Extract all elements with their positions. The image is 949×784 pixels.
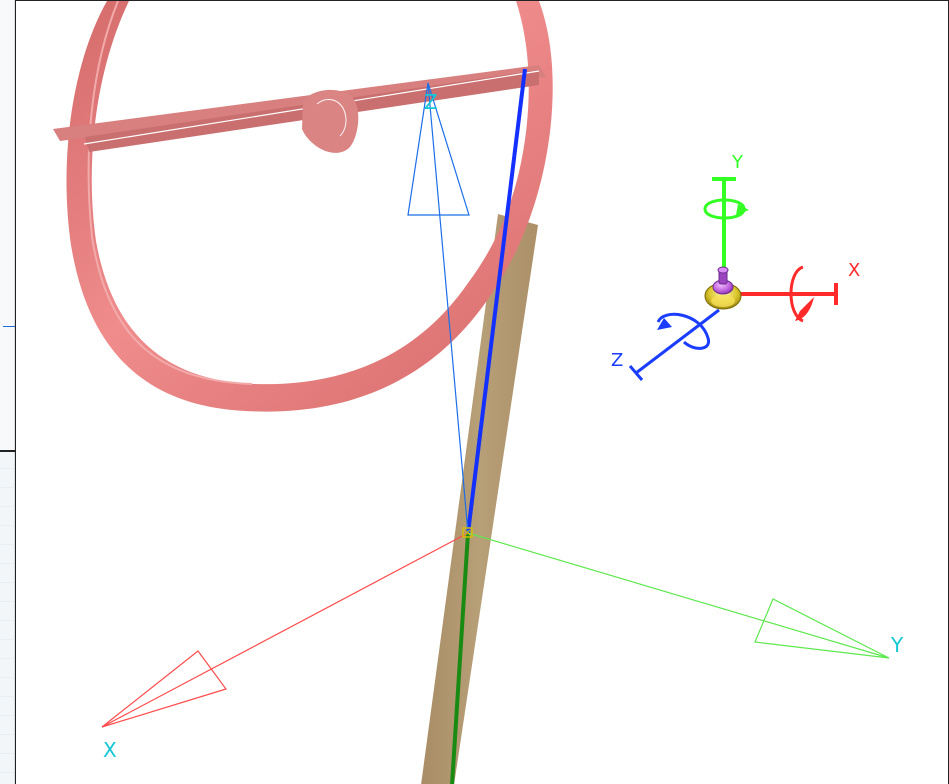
viewport-canvas[interactable]: Z X Y Y X [16,1,949,784]
model-z-axis-label: Z [424,90,438,114]
selected-edge-lower[interactable] [450,532,470,784]
triad-z-rotation-handle[interactable] [656,312,711,350]
model-x-axis-line [101,532,469,728]
crossbeam-top[interactable] [53,65,546,141]
left-panel-strip [0,0,15,784]
triad-y-rotation-arrow [736,204,749,215]
selected-edge-upper[interactable] [466,68,527,534]
view-triad[interactable]: Y X Z [611,152,860,381]
left-divider [0,450,15,452]
triad-stem-cap [717,266,729,274]
model-x-axis-label: X [103,738,117,762]
beam-loop-edge [316,99,347,137]
model-axes: Z X Y [101,82,904,762]
pole-body[interactable] [421,214,538,784]
triad-z-label: Z [611,350,623,371]
triad-z-cap [628,365,644,381]
model-z-axis-line [427,82,469,534]
model-y-arrowhead [754,598,890,659]
triad-z-rotation-arrow [657,318,672,330]
model-y-axis-line [467,532,890,659]
model-z-arrowhead [407,82,470,216]
triad-y-label: Y [731,152,744,173]
model-y-axis-label: Y [890,633,904,657]
ring-highlight [87,1,253,385]
triad-x-label: X [848,260,860,281]
left-grid [0,450,14,784]
triad-hub-highlight [711,295,735,307]
ring-assembly[interactable] [53,1,553,412]
left-tick-mark [3,326,15,327]
triad-x-rotation-arrow [795,297,814,321]
origin-marker-cross [464,529,471,536]
triad-z-axis[interactable] [635,308,720,375]
origin-marker[interactable] [462,527,473,538]
3d-viewport[interactable]: Z X Y Y X [15,0,949,784]
beam-loop[interactable] [302,89,359,153]
model-x-arrowhead [101,650,227,728]
